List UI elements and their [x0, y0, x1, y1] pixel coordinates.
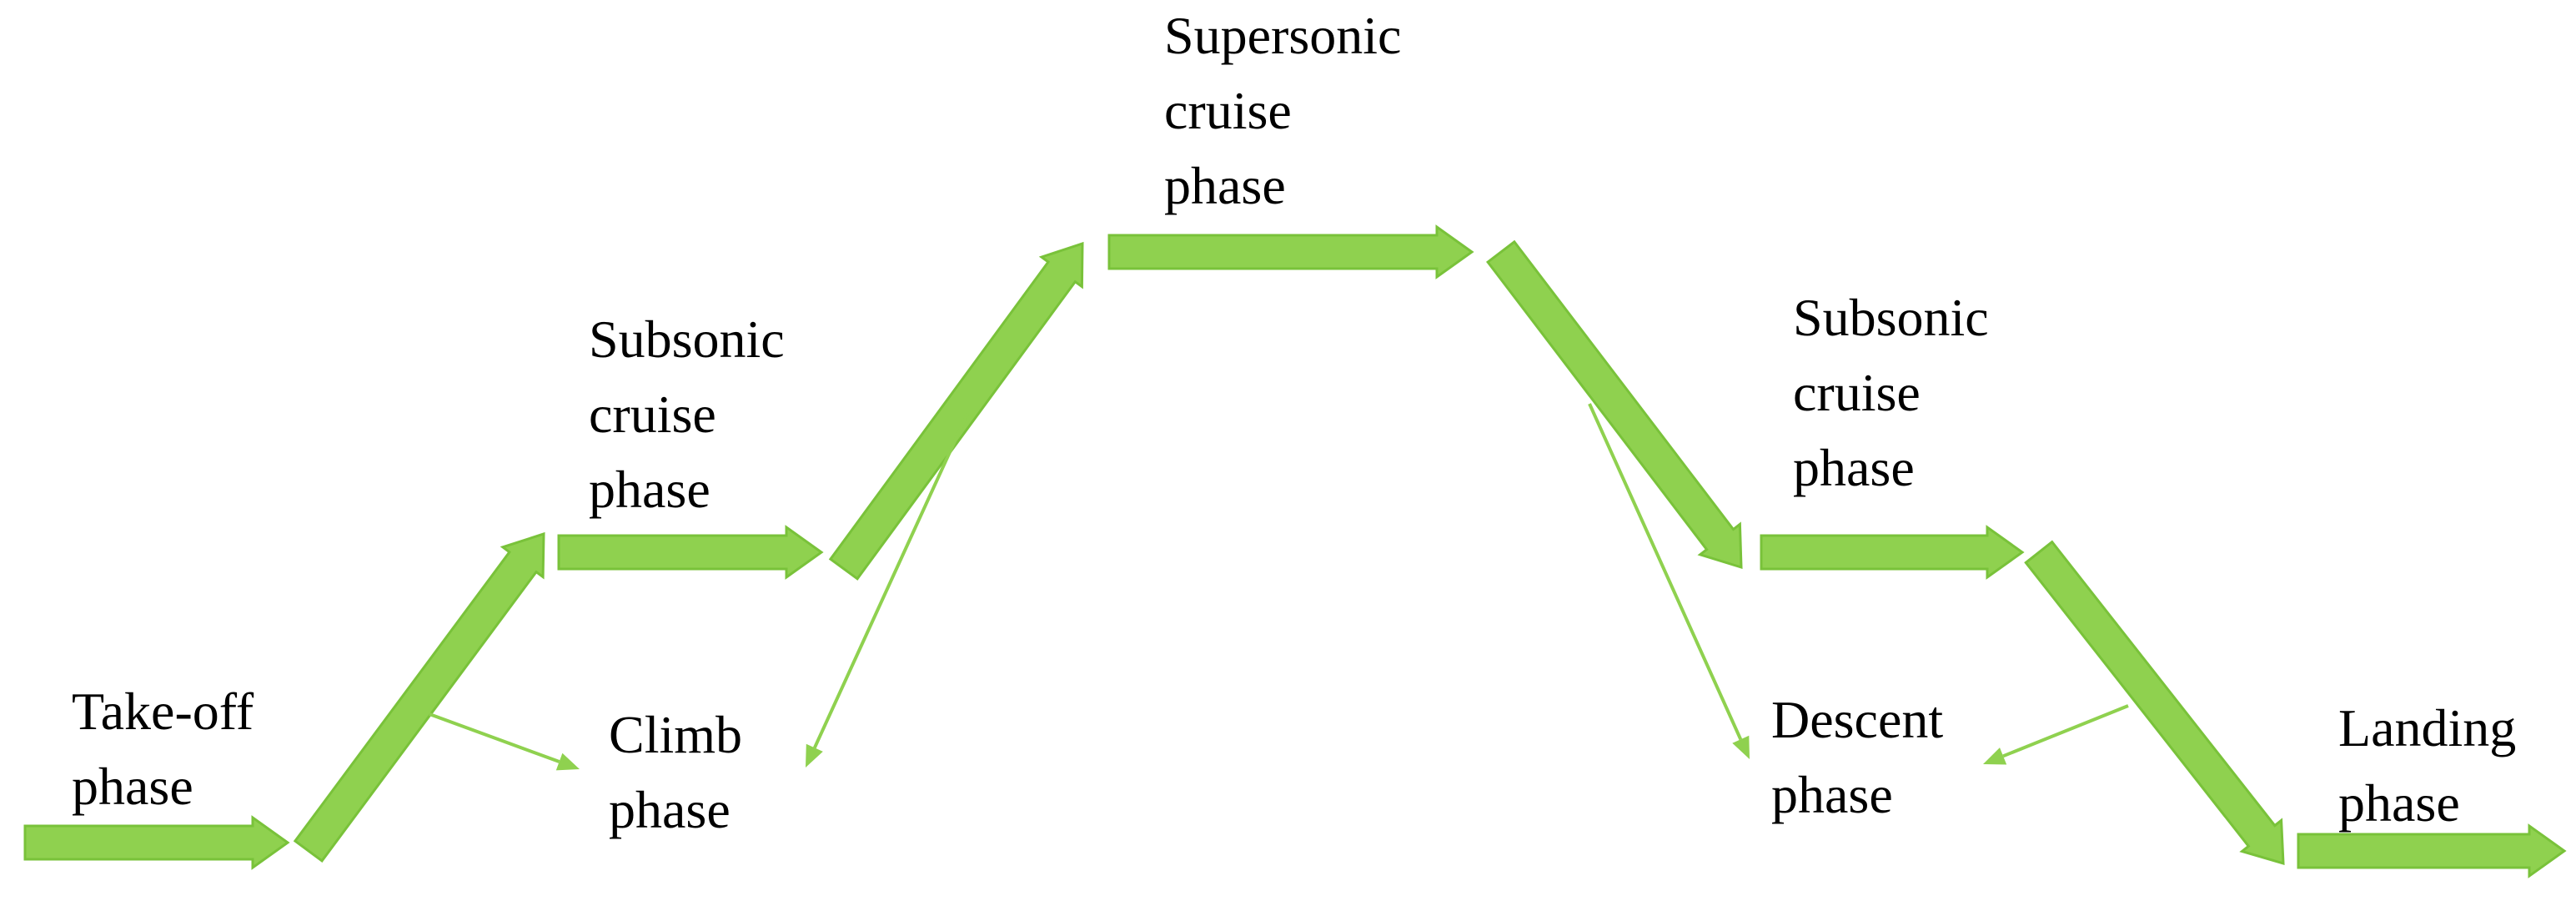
supersonic-cruise-arrow [1107, 224, 1474, 279]
label-descent-phase: Descent phase [1771, 690, 1944, 824]
label-subsonic-cruise-phase-2: Subsonic cruise phase [1793, 288, 1989, 497]
label-climb-phase: Climb phase [609, 705, 743, 839]
landing-arrow [2297, 823, 2567, 878]
label-supersonic-cruise-phase: Supersonic cruise phase [1164, 6, 1402, 215]
climb-arrow-1 [293, 531, 545, 863]
climb-pointer-2 [806, 413, 969, 768]
label-landing-phase: Landing phase [2338, 698, 2517, 833]
descent-arrow-2 [2024, 540, 2285, 866]
descent-arrow-1 [1485, 239, 1743, 570]
climb-pointer-1 [429, 712, 580, 771]
subsonic-cruise-arrow-2 [1760, 525, 2025, 580]
subsonic-cruise-arrow-1 [557, 525, 824, 580]
label-takeoff-phase: Take-off phase [72, 682, 254, 816]
takeoff-arrow [23, 815, 290, 870]
climb-arrow-2 [828, 241, 1084, 581]
label-subsonic-cruise-phase-1: Subsonic cruise phase [589, 310, 785, 519]
descent-pointer-1 [1588, 403, 1750, 759]
descent-pointer-2 [1983, 704, 2129, 765]
